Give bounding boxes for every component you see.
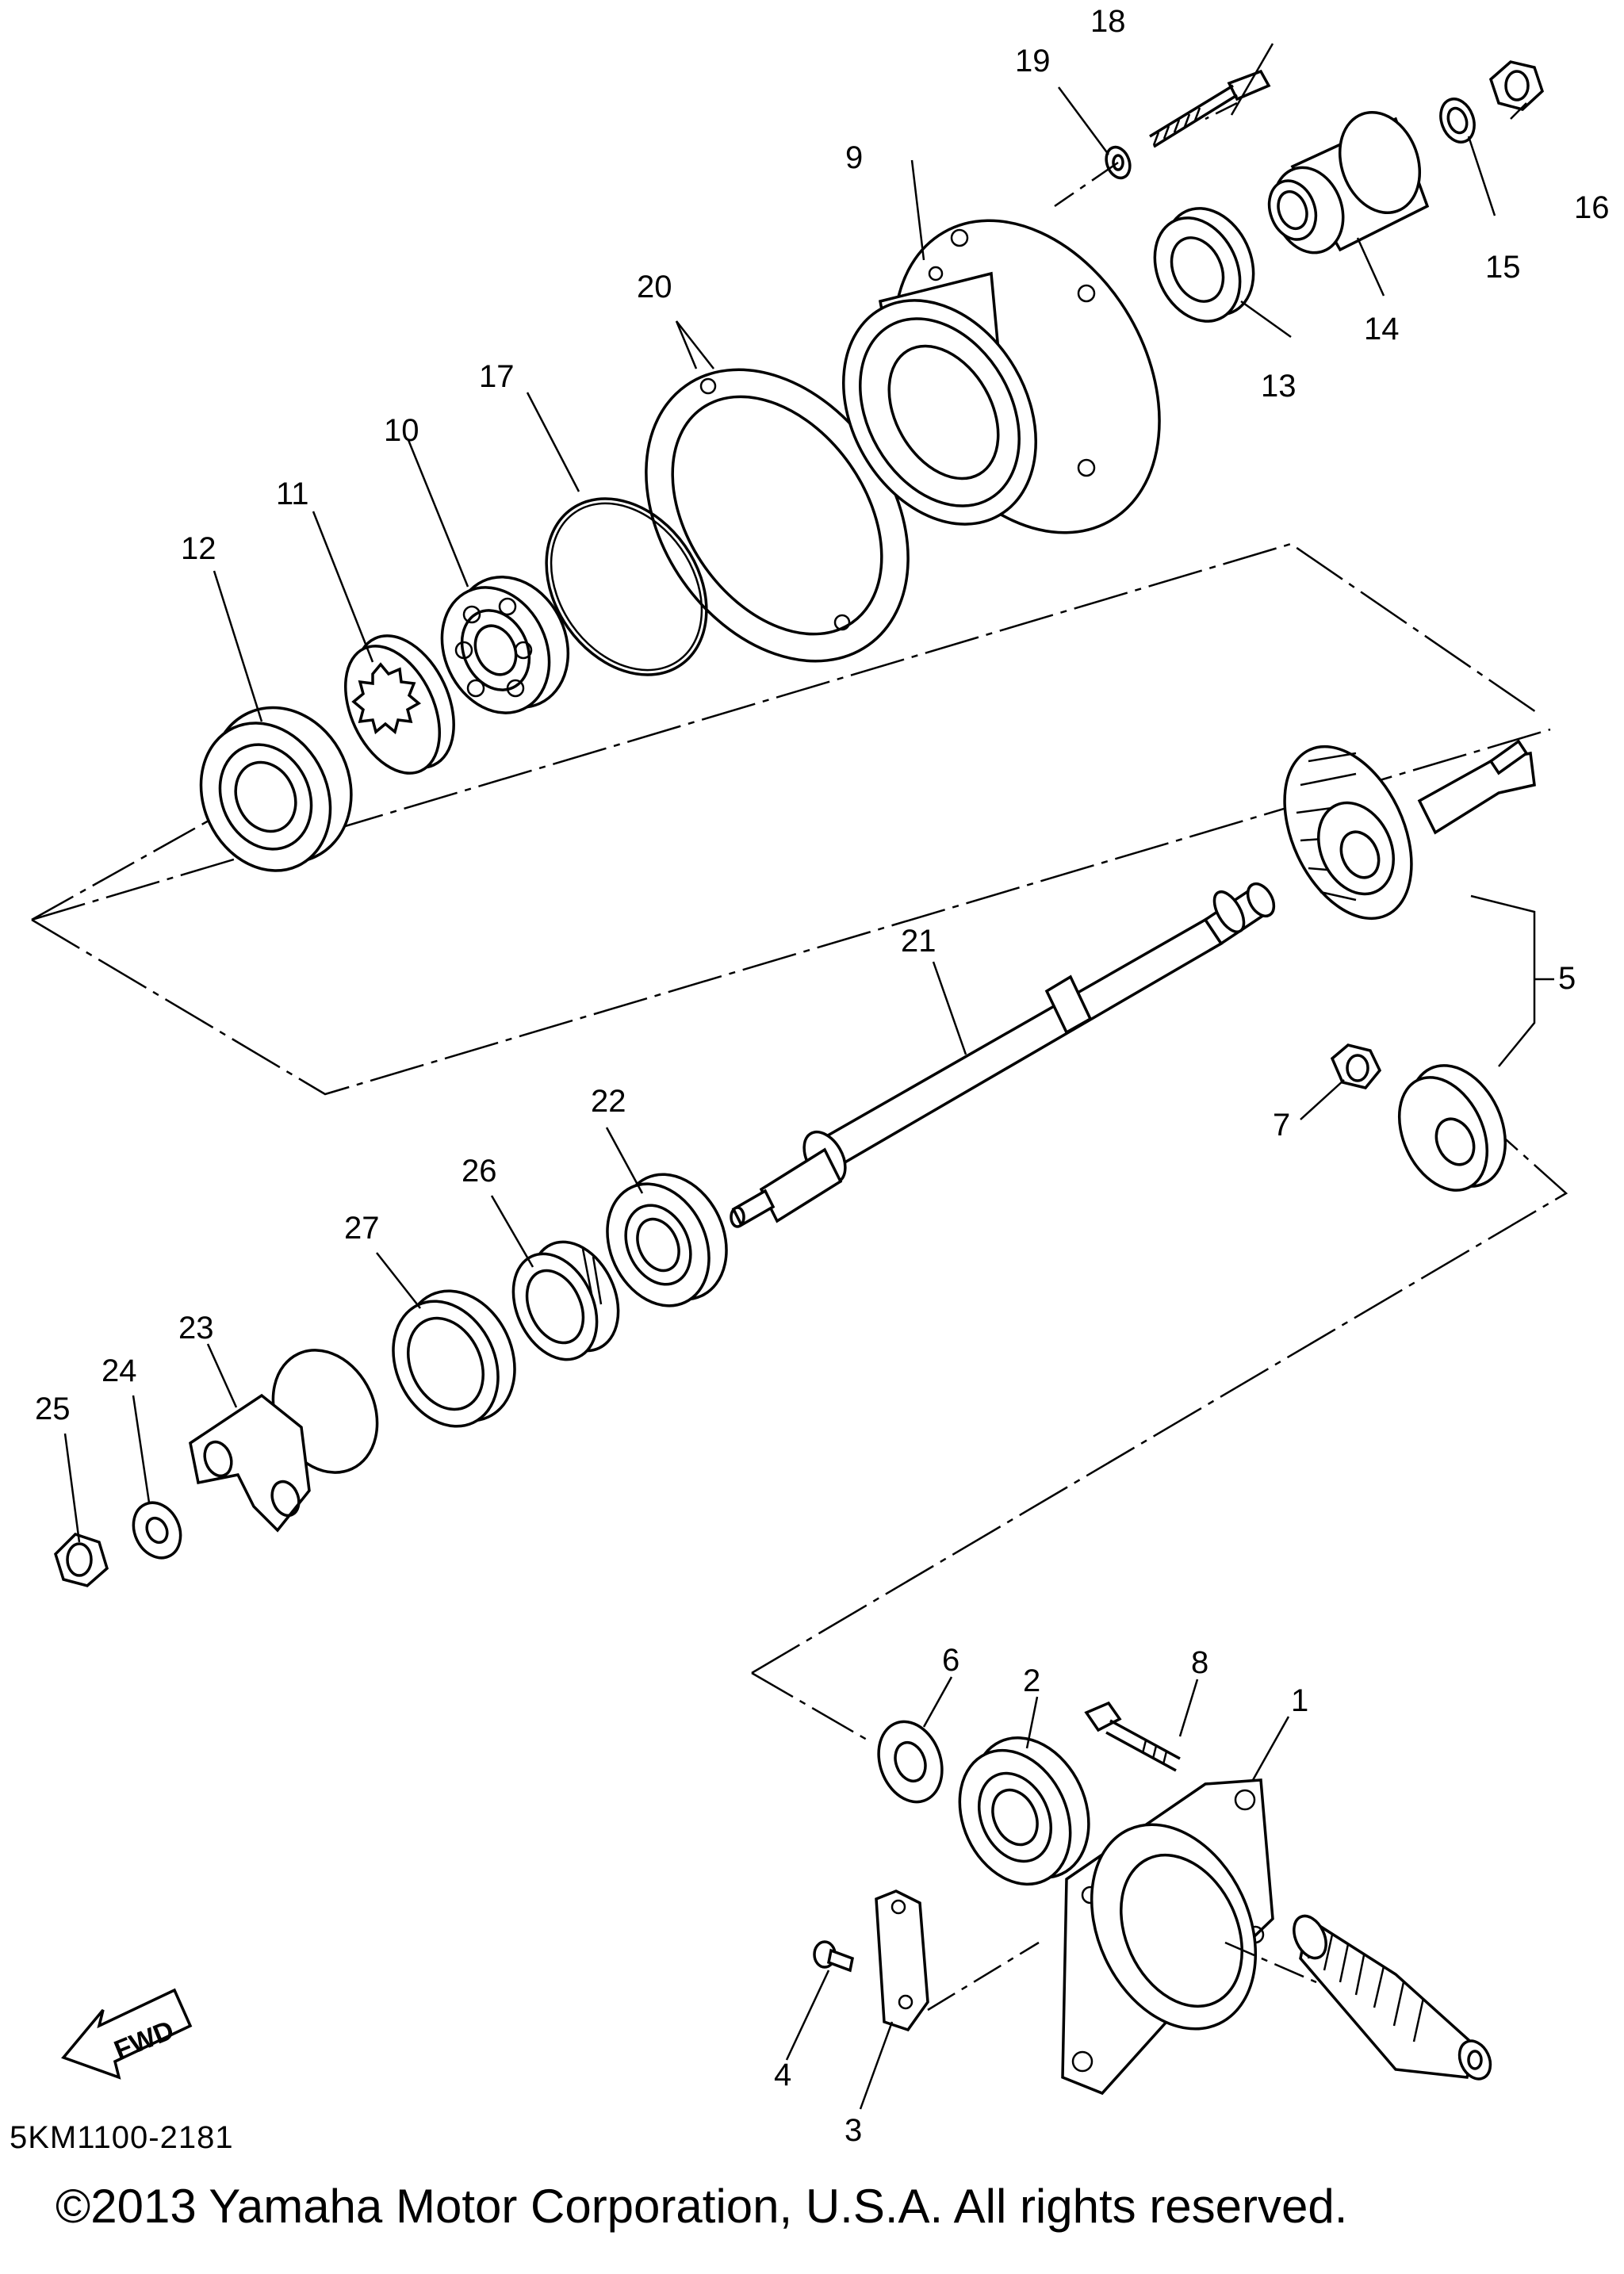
part-16-nut [1488,60,1545,111]
part-number-7: 7 [1273,1108,1290,1143]
part-number-26: 26 [462,1154,497,1189]
part-number-1: 1 [1291,1683,1308,1718]
part-number-24: 24 [102,1353,137,1388]
part-number-11: 11 [276,477,309,511]
part-number-10: 10 [384,413,419,448]
part-number-6: 6 [942,1643,959,1678]
part-number-9: 9 [845,140,863,175]
part-number-19: 19 [1015,44,1051,78]
part-number-17: 17 [479,359,515,394]
part-6-washer [877,1720,944,1804]
part-number-20: 20 [637,270,672,304]
part-number-14: 14 [1364,312,1400,346]
part-22-bearing [606,1173,728,1307]
part-25-nut [54,1532,109,1587]
part-number-12: 12 [181,531,216,566]
copyright-notice: ©2013 Yamaha Motor Corporation, U.S.A. A… [56,2180,1348,2233]
part-number-25: 25 [35,1392,71,1426]
part-number-22: 22 [591,1084,626,1119]
pinion-shaft [1293,1914,1492,2081]
part-number-18: 18 [1090,4,1126,39]
part-5-ring-gear [1283,739,1536,921]
part-number-16: 16 [1574,190,1610,225]
part-21-drive-shaft [730,882,1276,1228]
fwd-arrow-icon: FWD [61,1988,193,2080]
part-number-15: 15 [1485,250,1521,285]
part-14-coupling [1267,111,1430,255]
part-number-8: 8 [1191,1645,1208,1680]
part-3-lock-plate [875,1889,929,2032]
part-9-bearing-housing [842,219,1161,534]
part-5-bracket [1470,894,1536,1067]
part-number-4: 4 [774,2058,791,2092]
part-number-27: 27 [344,1211,380,1246]
part-number-3: 3 [845,2113,862,2148]
leader-lines [63,43,1554,2110]
part-number-21: 21 [901,924,936,959]
part-number-2: 2 [1023,1663,1040,1698]
part-number-13: 13 [1261,369,1297,404]
part-4-screw [813,1940,855,1973]
assembly-outline-lower [751,1125,1568,1744]
part-8-bolt [1084,1701,1181,1772]
part-7-nut [1330,1043,1382,1089]
part-number-labels: 1 2 3 4 5 6 7 8 9 10 11 12 13 14 15 16 1… [35,4,1610,2148]
part-15-washer [1439,98,1476,144]
part-11-splined-collar [343,634,455,775]
part-10-ball-bearing [440,576,570,714]
part-number-23: 23 [178,1311,214,1346]
assembly-outline-upper [31,542,1551,1096]
part-2-bearing [958,1736,1090,1886]
part-number-5: 5 [1558,961,1576,996]
part-24-washer [132,1501,182,1560]
part-5-pinion-gear [1397,1064,1507,1192]
diagram-code: 5KM1100-2181 [10,2120,234,2155]
part-12-bearing [199,706,353,872]
part-1-gear-case-housing [1061,1778,1274,2096]
part-26-ring-nut [511,1240,620,1361]
part-17-o-ring [545,497,708,676]
part-23-universal-joint-yoke [189,1349,379,1533]
part-13-oil-seal [1153,207,1255,323]
part-27-oil-seal [392,1289,516,1428]
